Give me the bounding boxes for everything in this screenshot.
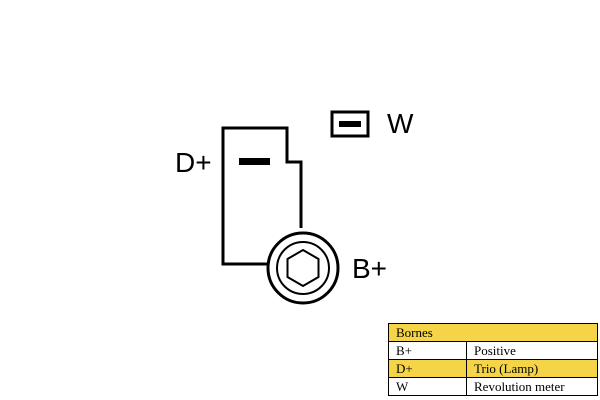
legend-terminal: D+ bbox=[388, 359, 467, 378]
legend-description: Trio (Lamp) bbox=[466, 359, 598, 378]
legend-terminal: W bbox=[388, 377, 467, 396]
w-terminal-slot bbox=[339, 121, 361, 127]
b-plus-terminal-inner-ring bbox=[276, 241, 330, 295]
legend-row-b-plus: B+ Positive bbox=[388, 341, 598, 360]
legend-header: Bornes bbox=[388, 323, 598, 342]
legend-terminal: B+ bbox=[388, 341, 467, 360]
b-plus-terminal-outer-ring bbox=[266, 231, 340, 305]
d-plus-slot-icon bbox=[239, 158, 270, 165]
terminal-legend-table: Bornes B+ Positive D+ Trio (Lamp) W Revo… bbox=[388, 323, 598, 396]
legend-description: Positive bbox=[466, 341, 598, 360]
legend-row-d-plus: D+ Trio (Lamp) bbox=[388, 359, 598, 378]
hex-nut-icon bbox=[286, 248, 320, 288]
b-plus-terminal-label: B+ bbox=[352, 253, 388, 284]
legend-header-row: Bornes bbox=[388, 323, 598, 342]
legend-row-w: W Revolution meter bbox=[388, 377, 598, 396]
d-plus-terminal-label: D+ bbox=[175, 147, 212, 178]
d-plus-terminal-outline bbox=[221, 126, 303, 266]
w-terminal-label: W bbox=[387, 108, 414, 139]
w-terminal-icon bbox=[330, 110, 370, 138]
legend-description: Revolution meter bbox=[466, 377, 598, 396]
